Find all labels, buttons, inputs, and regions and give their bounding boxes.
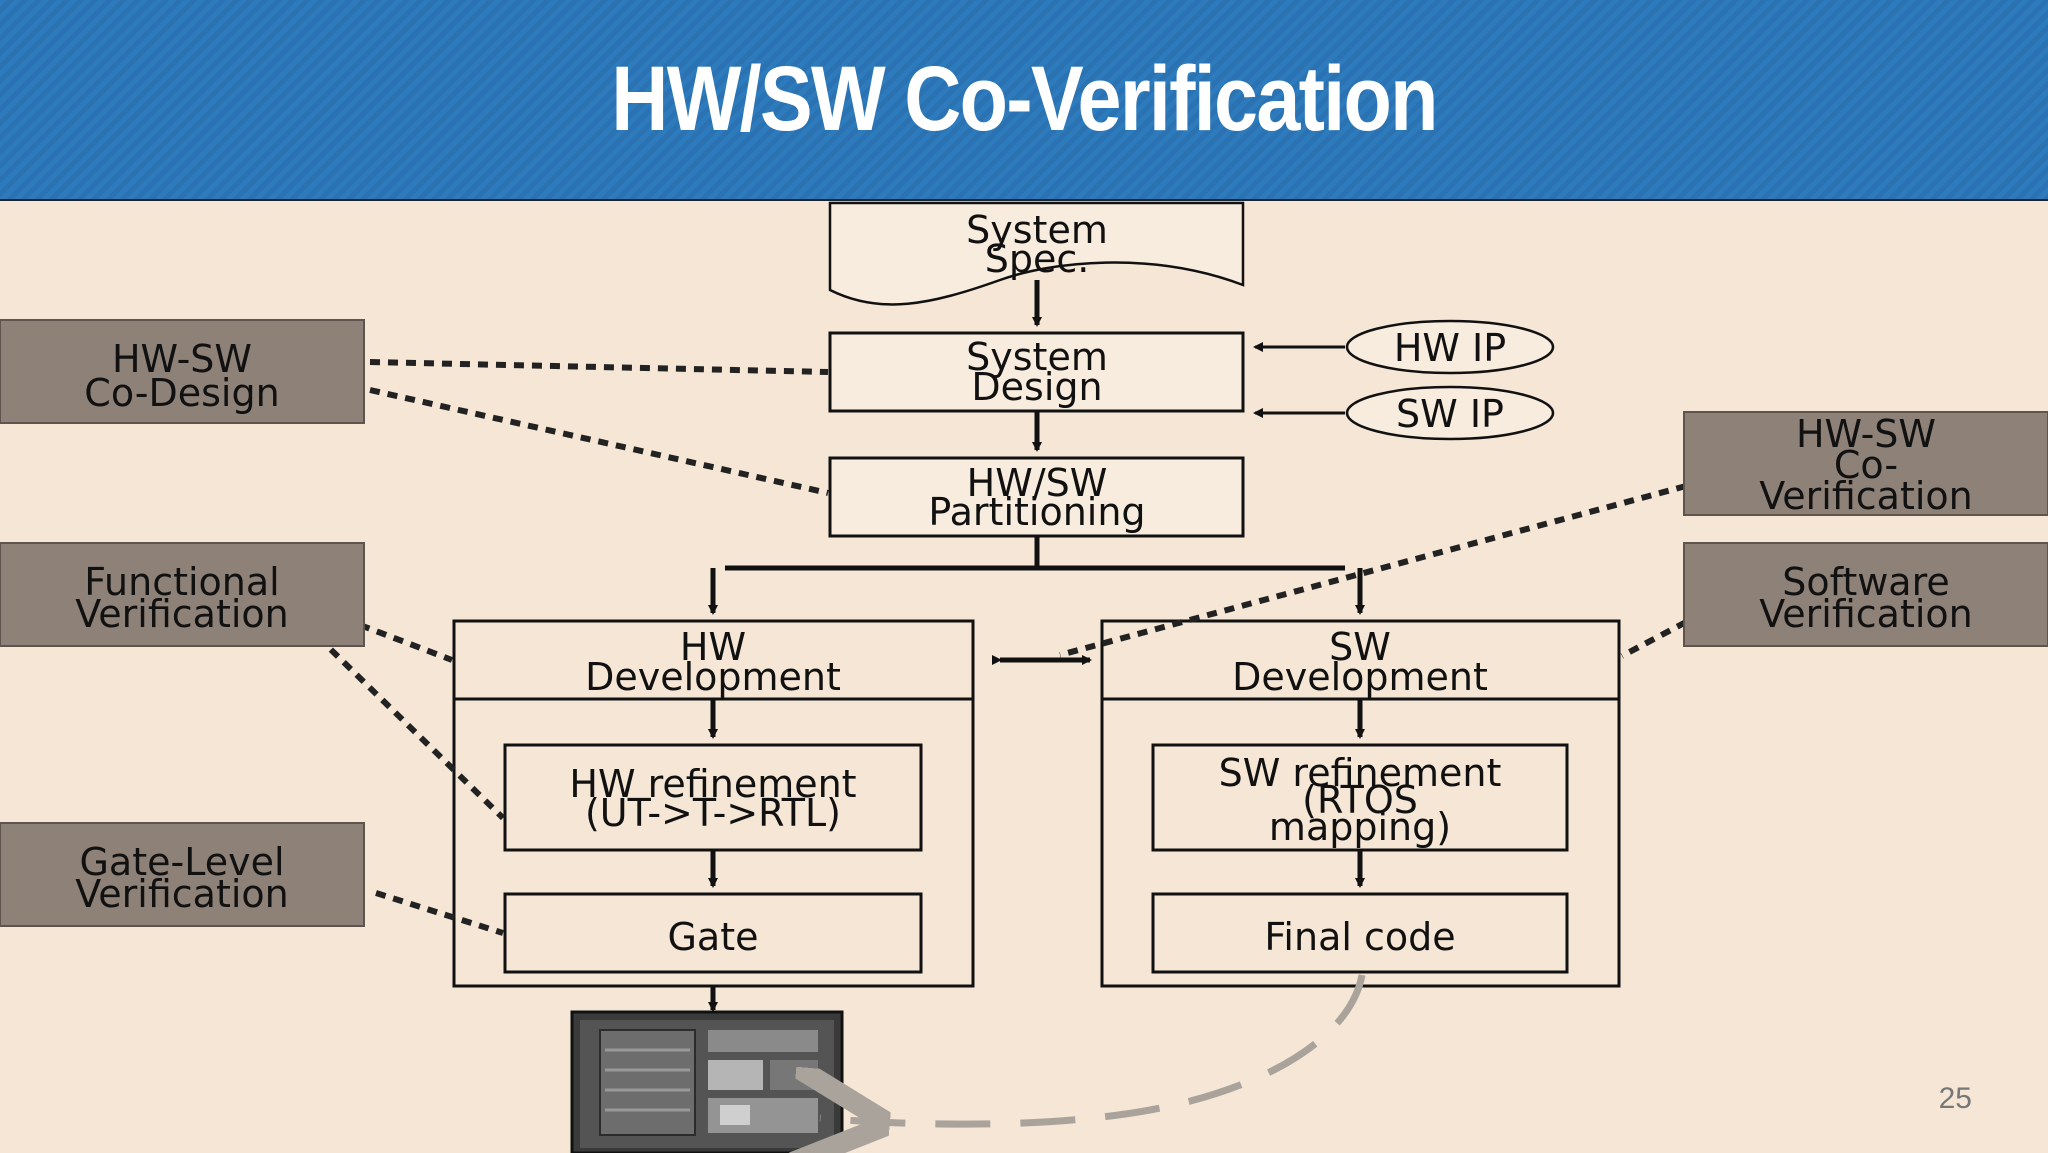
sw-refinement-line2: (RTOS	[1302, 778, 1418, 822]
functional-line1: Functional	[84, 560, 279, 604]
header-banner: HW/SW Co-Verification	[0, 0, 2048, 201]
side-label-codesign: HW-SW Co-Design	[0, 319, 365, 424]
system-spec-node: System Spec.	[828, 201, 1245, 306]
codesign-line1: HW-SW	[112, 337, 252, 381]
gate-node: Gate	[503, 892, 923, 974]
dotted-functional-to-hwdev	[358, 622, 454, 663]
side-label-software: Software Verification	[1683, 542, 2048, 647]
system-spec-line1: System	[966, 208, 1108, 252]
dotted-functional-to-hwrefine	[315, 634, 506, 821]
coverification-line1: HW-SW	[1796, 412, 1936, 456]
hw-development-line1: HW	[680, 625, 746, 669]
side-label-gate-level: Gate-Level Verification	[0, 822, 365, 927]
software-line2: Verification	[1759, 592, 1973, 636]
partitioning-node: HW/SW Partitioning	[828, 456, 1245, 538]
slide-title: HW/SW Co-Verification	[611, 48, 1438, 150]
gate-level-line2: Verification	[75, 872, 289, 916]
final-code-node: Final code	[1151, 892, 1569, 974]
sw-development-line1: SW	[1329, 625, 1391, 669]
chip-image	[570, 1010, 844, 1153]
software-line1: Software	[1782, 560, 1950, 604]
coverification-line3: Verification	[1759, 474, 1973, 518]
system-design-line1: System	[966, 335, 1108, 379]
dotted-codesign-to-partitioning	[369, 387, 829, 496]
side-label-functional: Functional Verification	[0, 542, 365, 647]
hw-development-line2: Development	[585, 655, 841, 699]
gate-label: Gate	[667, 915, 758, 959]
partitioning-line1: HW/SW	[967, 461, 1108, 505]
system-spec-line2: Spec.	[985, 237, 1090, 281]
side-label-coverification: HW-SW Co- Verification	[1683, 411, 2048, 518]
hw-refinement-line1: HW refinement	[569, 762, 856, 806]
hw-ip-node: HW IP	[1345, 319, 1555, 375]
sw-development-line2: Development	[1232, 655, 1488, 699]
final-code-label: Final code	[1264, 915, 1455, 959]
hw-refinement-node: HW refinement (UT->T->RTL)	[503, 743, 923, 852]
dotted-software-to-swdev	[1620, 619, 1688, 659]
flow-arrows	[708, 280, 1365, 1012]
sw-ip-label: SW IP	[1396, 392, 1504, 436]
dotted-connectors	[315, 359, 1688, 936]
system-design-line2: Design	[971, 365, 1102, 409]
dashed-curve-final-to-chip	[820, 974, 1366, 1124]
partitioning-line2: Partitioning	[928, 490, 1145, 534]
functional-line2: Verification	[75, 592, 289, 636]
sw-ip-node: SW IP	[1345, 385, 1555, 441]
dotted-gatelevel-to-gate	[375, 890, 504, 936]
hw-refinement-line2: (UT->T->RTL)	[585, 791, 841, 835]
page-number: 25	[1938, 1082, 1972, 1115]
dotted-coverification-to-arrow	[1059, 483, 1687, 658]
sw-refinement-line1: SW refinement	[1219, 751, 1502, 795]
coverification-line2: Co-	[1834, 443, 1898, 487]
dotted-codesign-to-design	[369, 359, 829, 375]
hw-ip-label: HW IP	[1394, 326, 1506, 370]
gate-level-line1: Gate-Level	[79, 840, 284, 884]
system-design-node: System Design	[828, 331, 1245, 413]
sw-refinement-line3: mapping)	[1269, 805, 1451, 849]
codesign-line2: Co-Design	[84, 371, 279, 415]
sw-refinement-node: SW refinement (RTOS mapping)	[1151, 743, 1569, 852]
